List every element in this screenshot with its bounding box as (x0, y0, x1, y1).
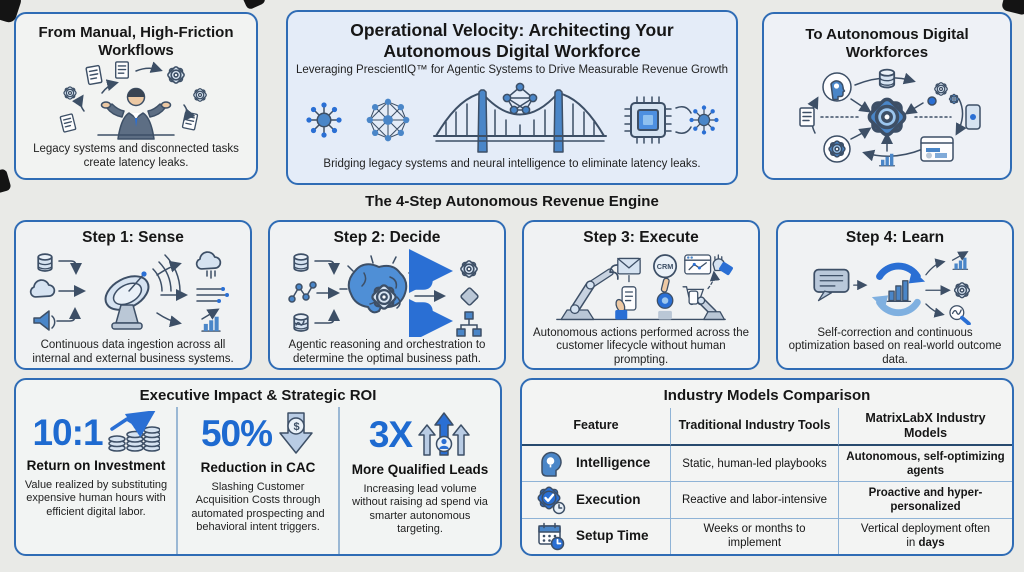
step-card-sense: Step 1: Sense (14, 220, 252, 370)
step-title: Step 3: Execute (583, 229, 699, 246)
roi-stat-return-on-investment: 10:1 Return on Investment Value realized… (16, 407, 176, 554)
stat-label: Reduction in CAC (200, 460, 316, 475)
dollar-symbol: $ (293, 421, 299, 433)
gear-circle-icon (823, 135, 851, 164)
stat-description: Increasing lead volume without raising a… (352, 483, 488, 536)
comparison-title: Industry Models Comparison (663, 387, 871, 404)
main-title: Operational Velocity: Architecting Your … (350, 20, 674, 61)
feedback-loop-icon (813, 251, 972, 325)
autonomous-workforces-panel: To Autonomous Digital Workforces (762, 12, 1012, 180)
stat-label: More Qualified Leads (351, 462, 489, 477)
robot-arm-right (688, 290, 725, 321)
neural-network-icon (502, 82, 538, 115)
corner-artifact (0, 168, 12, 194)
step-card-learn: Step 4: Learn (776, 220, 1014, 370)
gear-check-icon (537, 486, 566, 515)
cell-matrixlabx-intelligence: Autonomous, self-optimizing agents (838, 445, 1012, 482)
brain-head-icon (822, 72, 852, 103)
roi-panel: Executive Impact & Strategic ROI 10:1 Re… (14, 378, 502, 556)
brain-head-icon (541, 451, 562, 477)
step-caption: Agentic reasoning and orchestration to d… (288, 339, 486, 365)
step-caption: Autonomous actions performed across the … (532, 326, 750, 367)
main-subtitle: Leveraging PrescientIQ™ for Agentic Syst… (295, 64, 729, 77)
setup-time-bold-text: days (918, 537, 945, 550)
roi-stat-reduction-in-cac: 50% $ Reduction in CAC Slashing Customer… (176, 407, 338, 554)
dollar-down-arrow-icon: $ (279, 412, 313, 454)
robot-hand-icon (712, 254, 733, 276)
corner-artifact (241, 0, 267, 11)
diamond-icon (460, 287, 479, 306)
column-header-feature: Feature (522, 408, 670, 446)
panel-caption: Legacy systems and disconnected tasks cr… (33, 143, 239, 170)
panel-title: To Autonomous Digital Workforces (805, 26, 969, 61)
table-row-setup-time: Setup Time (522, 517, 670, 554)
gear-cluster-icon (927, 81, 960, 107)
speech-bubble-icon (813, 268, 850, 302)
satellite-dish-icon (29, 251, 229, 332)
roi-columns: 10:1 Return on Investment Value realized… (16, 407, 500, 554)
feature-label: Intelligence (576, 455, 651, 471)
cell-traditional-execution: Reactive and labor-intensive (670, 481, 838, 518)
flowchart-tree-icon (456, 311, 482, 337)
title-panel: Operational Velocity: Architecting Your … (286, 10, 738, 185)
step-caption: Self-correction and continuous optimizat… (788, 326, 1002, 367)
browser-chart-icon (684, 254, 712, 275)
stat-description: Value realized by substituting expensive… (24, 479, 168, 518)
crm-badge-icon: CRM (653, 254, 678, 279)
step-caption: Continuous data ingestion across all int… (32, 339, 234, 365)
cpu-chip-icon (624, 96, 672, 145)
feature-label: Execution (576, 491, 641, 507)
crm-label: CRM (657, 262, 674, 271)
suspension-bridge-icon (433, 89, 607, 154)
magnifier-icon (949, 305, 971, 325)
stat-value: 3X (368, 413, 413, 455)
cell-traditional-intelligence: Static, human-led playbooks (670, 445, 838, 482)
step-title: Step 2: Decide (333, 229, 441, 246)
stat-label: Return on Investment (26, 458, 166, 473)
bridge-networks-illustration (305, 82, 720, 154)
browser-window-icon (920, 136, 954, 163)
setup-time-text: Vertical deployment often in (860, 523, 991, 550)
roi-title: Executive Impact & Strategic ROI (139, 387, 377, 404)
roi-stat-more-qualified-leads: 3X More Qualified Leads Increasing lead … (338, 407, 500, 554)
cell-matrixlabx-execution: Proactive and hyper-personalized (838, 481, 1012, 518)
column-header-matrixlabx: MatrixLabX Industry Models (838, 408, 1012, 446)
table-row-execution: Execution (522, 481, 670, 517)
robot-arm-left (560, 264, 621, 321)
panel-caption: Bridging legacy systems and neural intel… (323, 158, 701, 171)
email-icon (617, 257, 641, 275)
cycle-arrow-icon (871, 262, 926, 317)
panel-title: From Manual, High-Friction Workflows (38, 24, 234, 59)
scatter-nodes-icon (288, 281, 317, 303)
step-card-decide: Step 2: Decide (268, 220, 506, 370)
coins-growth-icon (107, 411, 160, 452)
feature-label: Setup Time (576, 528, 649, 544)
engine-heading: The 4-Step Autonomous Revenue Engine (365, 193, 659, 210)
column-header-traditional: Traditional Industry Tools (670, 408, 838, 446)
table-row-intelligence: Intelligence (522, 446, 670, 481)
brain-gear-icon (288, 249, 482, 337)
mobile-device-icon (965, 104, 981, 131)
step-title: Step 4: Learn (845, 229, 945, 246)
step-card-execute: Step 3: Execute (522, 220, 760, 370)
calendar-clock-icon (538, 523, 565, 551)
circuit-lines-icon (196, 287, 229, 303)
megaphone-icon (33, 310, 56, 331)
press-button-icon (656, 277, 674, 320)
cell-matrixlabx-setup-time: Vertical deployment often in days (838, 517, 1012, 554)
comparison-table: Feature Traditional Industry Tools Matri… (522, 408, 1012, 554)
autonomous-workflow-illustration (799, 69, 981, 167)
stat-description: Slashing Customer Acquisition Costs thro… (191, 481, 325, 534)
manual-workflow-illustration (59, 61, 208, 141)
comparison-panel: Industry Models Comparison Feature Tradi… (520, 378, 1014, 556)
hand-phone-icon (615, 286, 637, 320)
step-title: Step 1: Sense (82, 229, 184, 246)
robot-arm-icon: CRM (556, 254, 733, 321)
manual-workflows-panel: From Manual, High-Friction Workflows Le (14, 12, 258, 180)
leads-up-arrows-icon (418, 412, 470, 456)
stat-value: 50% (200, 412, 273, 454)
cell-traditional-setup-time: Weeks or months to implement (670, 517, 838, 554)
stat-value: 10:1 (32, 411, 103, 453)
